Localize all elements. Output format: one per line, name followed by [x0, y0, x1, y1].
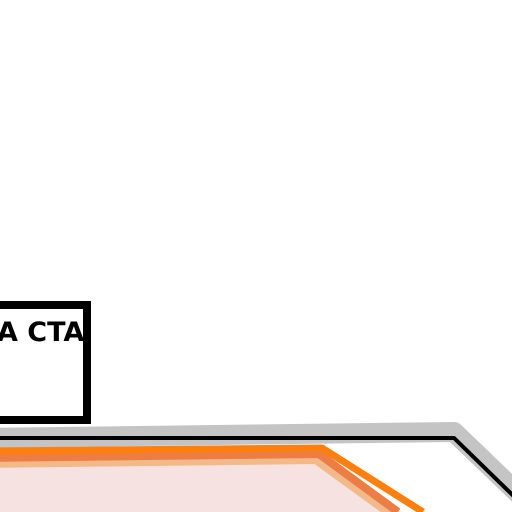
airspace-label-text: A CTA — [0, 317, 84, 348]
restricted-zone-fill — [0, 462, 383, 512]
airspace-label-box: A CTA — [0, 301, 91, 424]
airspace-label-frame — [0, 301, 91, 424]
boundary-line — [0, 436, 512, 498]
restricted-zone-edge-mid — [0, 450, 401, 512]
restricted-zone-edge — [0, 444, 425, 512]
restricted-zone-edge-pale — [0, 454, 395, 512]
